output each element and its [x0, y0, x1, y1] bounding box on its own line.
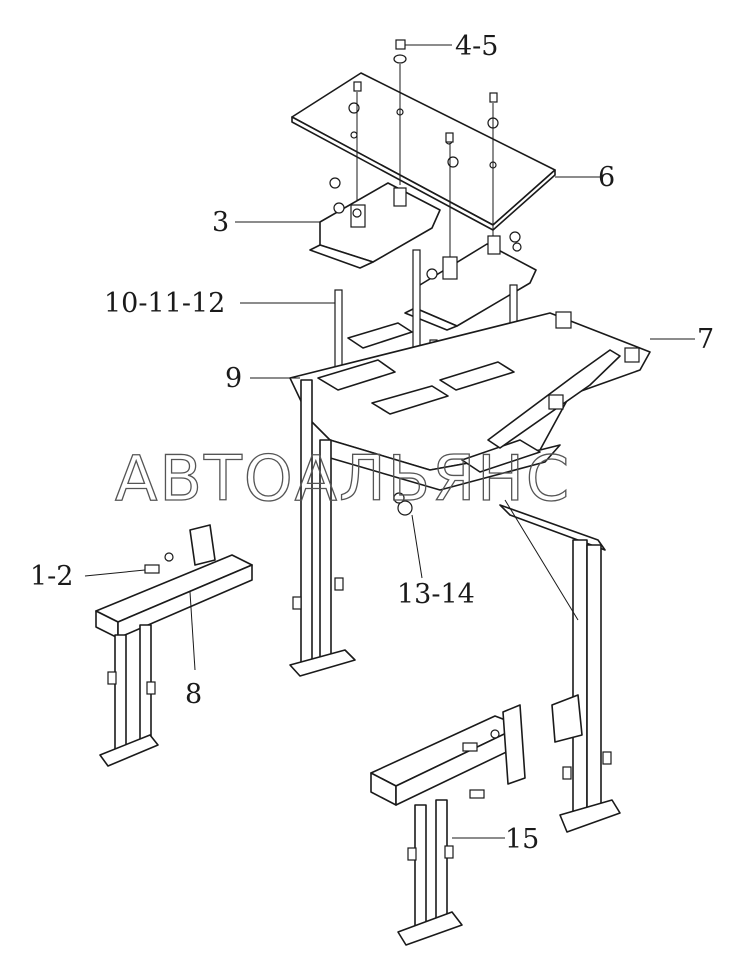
callout-7: 7 [697, 324, 714, 355]
right-step [370, 704, 526, 946]
front-left-legs [289, 379, 356, 677]
right-leg [499, 499, 621, 833]
watermark-text: АВТОАЛЬЯНС [115, 442, 571, 515]
callout-9: 9 [225, 363, 242, 394]
callout-15: 15 [505, 824, 539, 855]
left-step [95, 524, 253, 767]
top-bolt [393, 39, 407, 64]
top-cover-plate [291, 72, 556, 231]
plate-bolts [353, 64, 498, 265]
main-platform [289, 311, 651, 491]
callout-8: 8 [185, 679, 202, 710]
callout-1-2: 1-2 [30, 561, 73, 592]
callout-4-5: 4-5 [455, 31, 498, 62]
left-bracket [309, 177, 441, 269]
callout-13-14: 13-14 [397, 579, 475, 610]
callout-3: 3 [212, 207, 229, 238]
callout-leaders [84, 44, 695, 839]
callout-6: 6 [598, 162, 615, 193]
callout-10-11-12: 10-11-12 [104, 288, 225, 319]
nut-13-14 [393, 492, 413, 516]
